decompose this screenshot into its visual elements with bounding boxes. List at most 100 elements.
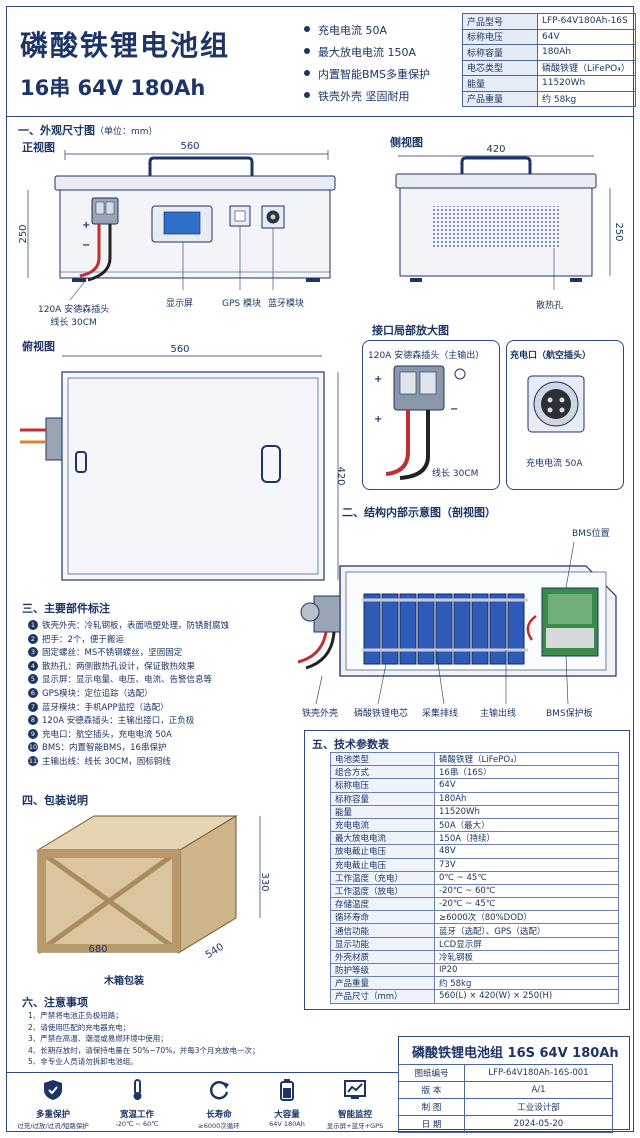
thermometer-icon [133, 1079, 142, 1100]
dim-250-side: 250 [613, 222, 624, 241]
top-view-title: 俯视图 [22, 340, 55, 353]
table-row: 通信功能蓝牙（选配）、GPS（选配） [330, 923, 619, 938]
battery-icon [280, 1079, 294, 1101]
table-row: 产品重量约 58kg [330, 976, 619, 991]
list-item: 2、请使用匹配的充电器充电； [28, 1022, 131, 1032]
svg-text:−: − [82, 240, 90, 251]
internal-label-case: 铁壳外壳 [302, 709, 339, 719]
list-item: 4、长期存放时，请保持电量在 50%~70%，并每3个月充放电一次； [28, 1045, 260, 1055]
charge-current: 充电电流 50A [526, 459, 583, 469]
section5-title: 五、技术参数表 [312, 738, 389, 751]
anderson-plug-drawing: + + − [374, 365, 466, 480]
feature-icon-temperature: 宽温工作-20℃ ~ 60℃ [94, 1078, 180, 1132]
anderson-cable: 线长 30CM [432, 469, 479, 479]
header-divider [290, 12, 300, 98]
svg-text:+: + [374, 414, 382, 425]
feature-charge: 充电电流 50A [303, 24, 388, 37]
zoom-charge-box [506, 340, 624, 490]
charge-port-drawing [527, 375, 585, 433]
dim-680: 680 [88, 944, 107, 955]
page-title: 磷酸铁锂电池组 [20, 29, 231, 62]
header-rule [6, 116, 634, 117]
table-row: 外壳材质冷轧钢板 [330, 949, 619, 965]
table-row: 工作温度（放电）-20℃ ~ 60℃ [330, 883, 619, 899]
table-row: 循环寿命≥6000次（80%DOD） [330, 910, 619, 925]
feature-discharge: 最大放电电流 150A [303, 46, 417, 59]
section4-title: 四、包装说明 [22, 794, 88, 807]
cell-stack [363, 593, 525, 665]
plug-label: 120A 安德森插头线长 30CM [38, 305, 110, 328]
anderson-title: 120A 安德森插头（主输出） [368, 351, 485, 361]
top-view-drawing: 560 420 [20, 344, 346, 581]
table-row: 电芯类型磷酸铁锂（LiFePO₄） [462, 59, 636, 76]
table-row: 产品重量约 58kg [462, 90, 636, 107]
feature-bms: 内置智能BMS多重保护 [303, 68, 431, 81]
page-subtitle: 16串 64V 180Ah [20, 76, 206, 100]
internal-label-cell: 磷酸铁锂电芯 [354, 709, 409, 719]
feature-case: 铁壳外壳 坚固耐用 [304, 90, 410, 103]
table-row: 产品尺寸（mm）560(L) × 420(W) × 250(H) [330, 989, 619, 1004]
gps-label: GPS 模块 [222, 299, 261, 309]
feature-icon-protection: 多重保护过充/过放/过流/短路保护 [10, 1078, 96, 1132]
dim-560-top: 560 [170, 344, 189, 355]
dim-420-top: 420 [335, 466, 346, 485]
vent-holes [432, 206, 560, 248]
internal-label-output: 主输出线 [480, 709, 517, 719]
table-row: 工作温度（充电）0℃ ~ 45℃ [330, 870, 619, 885]
internal-structure-drawing [297, 541, 617, 705]
dim-330: 330 [259, 872, 270, 891]
side-view-drawing: 420 250 [395, 144, 624, 290]
drawing-sheet [6, 6, 634, 1132]
list-item: 5、非专业人员请勿拆卸电池组。 [28, 1057, 138, 1067]
svg-text:+: + [82, 220, 90, 231]
list-item: 3、严禁在高温、潮湿或易燃环境中使用； [28, 1034, 168, 1044]
charge-title: 充电口（航空插头） [510, 351, 592, 361]
section1-title: 一、外观尺寸图（单位：mm） [18, 124, 158, 137]
list-item: 1、严禁将电池正负极短路； [28, 1011, 123, 1020]
notes-list: 1、严禁将电池正负极短路； 2、请使用匹配的充电器充电； 3、严禁在高温、潮湿或… [28, 1010, 260, 1068]
svg-text:+: + [374, 374, 382, 385]
zoom-title: 接口局部放大图 [372, 324, 449, 337]
section3-title: 三、主要部件标注 [22, 602, 110, 615]
dim-560-front: 560 [180, 141, 199, 152]
section6-title: 六、注意事项 [22, 996, 88, 1009]
internal-label-harness: 采集排线 [422, 709, 459, 719]
front-view-drawing: 560 250 + − [18, 141, 336, 301]
bt-label: 蓝牙模块 [268, 299, 305, 309]
dim-250-front: 250 [18, 224, 29, 243]
zoom-anderson-box [362, 340, 500, 490]
table-row: 存储温度-20℃ ~ 45℃ [330, 897, 619, 912]
feature-icon-lifespan: 长寿命≥6000次循环 [176, 1078, 262, 1132]
svg-text:−: − [450, 404, 458, 415]
display-label: 显示屏 [166, 299, 194, 309]
shield-icon [44, 1080, 62, 1100]
bms-position-label: BMS位置 [572, 529, 610, 539]
wooden-crate-drawing: 330 680 540 [36, 815, 270, 961]
table-row: 电池类型磷酸铁锂（LiFePO₄） [330, 751, 619, 767]
